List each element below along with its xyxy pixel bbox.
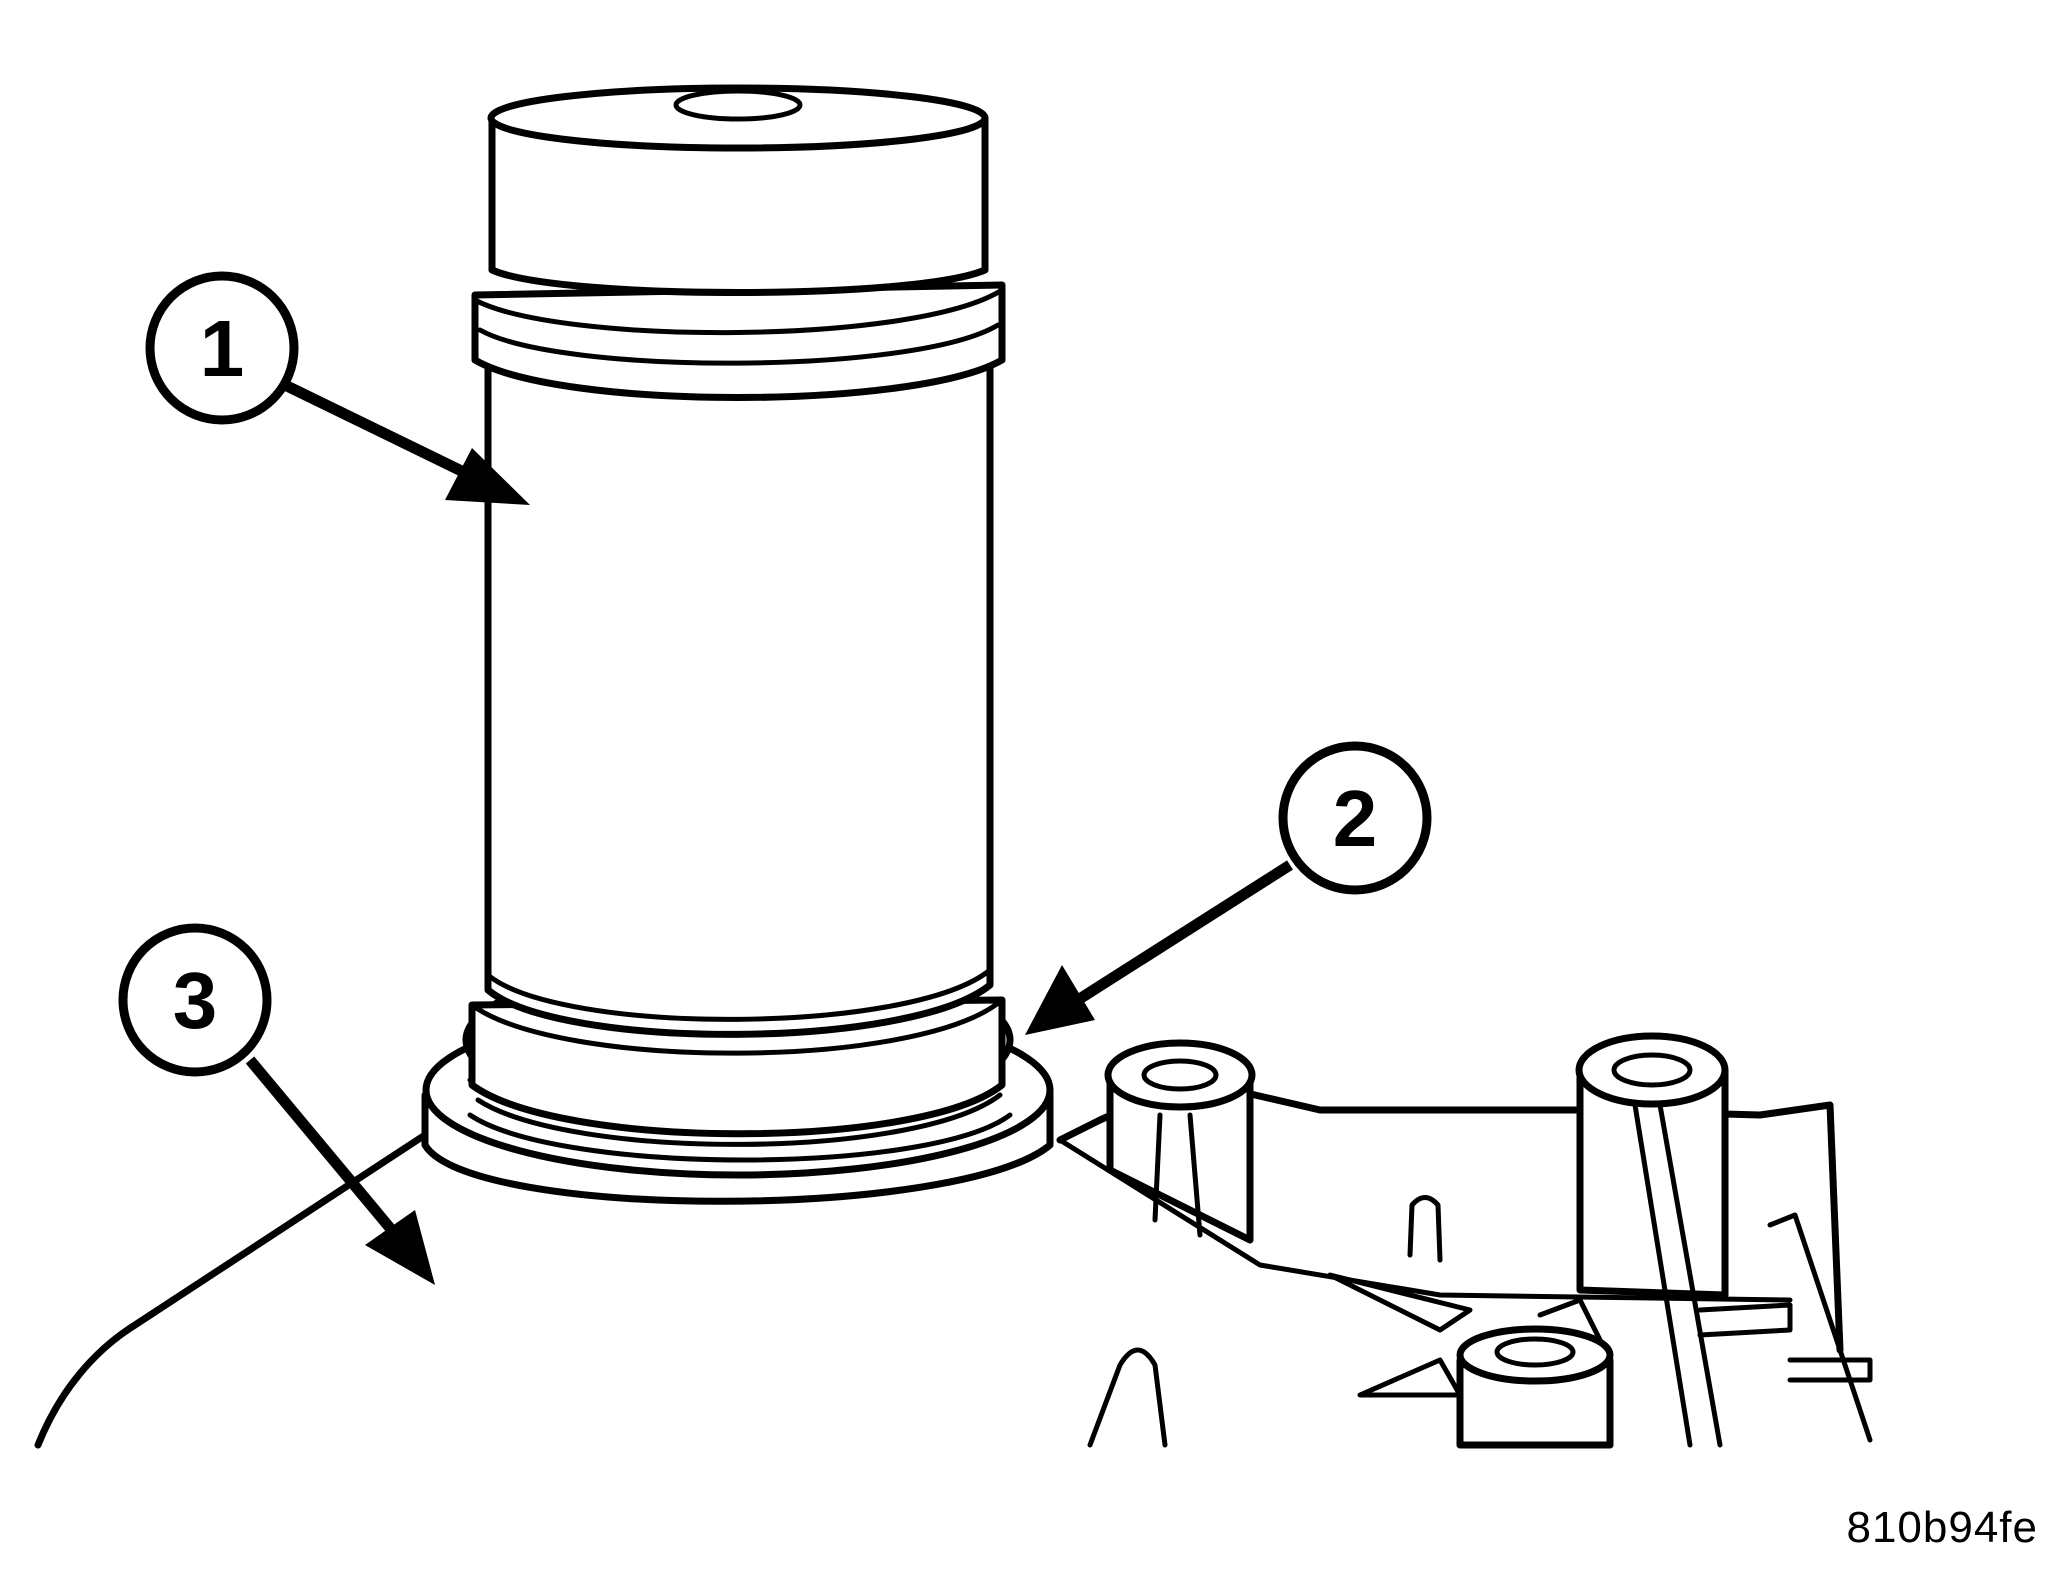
callout-2: 2 — [1025, 741, 1432, 1035]
figure-id-code: 810b94fe — [1846, 1503, 2038, 1552]
callout-3-label: 3 — [173, 956, 218, 1045]
callout-2-label: 2 — [1333, 774, 1378, 863]
seal-installer-tool — [468, 84, 1006, 1138]
callout-1: 1 — [145, 271, 530, 505]
housing-bosses — [1087, 1032, 1873, 1449]
callout-1-label: 1 — [200, 304, 245, 393]
callout-3: 3 — [118, 923, 435, 1285]
